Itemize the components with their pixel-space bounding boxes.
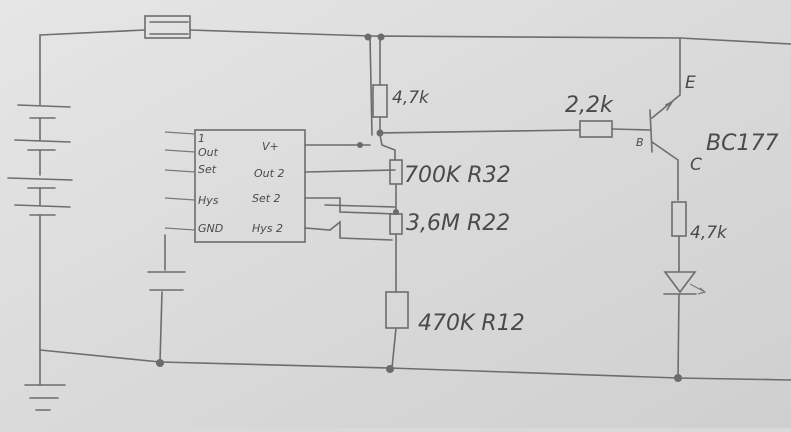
resistor-470k xyxy=(385,291,409,329)
transistor-collector-label: C xyxy=(690,155,702,175)
resistor-base-label: 2,2k xyxy=(565,93,614,118)
ic-pin-set2: Set 2 xyxy=(252,192,281,205)
fuse-symbol xyxy=(144,15,191,39)
resistor-3m6-label: 3,6M R22 xyxy=(406,211,510,236)
base-wire: 2,2k xyxy=(379,93,651,138)
resistor-led-label: 4,7k xyxy=(690,223,728,243)
led-branch: 4,7k xyxy=(663,201,728,379)
transistor-bc177: E B C BC177 xyxy=(636,37,778,201)
ic-pin-1: 1 xyxy=(198,132,205,145)
transistor-emitter-label: E xyxy=(685,73,696,93)
ic-pin-gnd: GND xyxy=(198,222,223,235)
ic-connections xyxy=(304,142,399,241)
capacitor-c1 xyxy=(147,234,186,363)
ic-pin-out: Out xyxy=(198,146,219,159)
resistor-470k-label: 470K R12 xyxy=(418,311,525,336)
ic-chip: 1 Out Set Hys GND V+ Out 2 Set 2 Hys 2 xyxy=(164,129,306,243)
resistor-700k-label: 700K R32 xyxy=(404,163,511,188)
ic-pin-set: Set xyxy=(198,163,217,176)
ic-pin-hys2: Hys 2 xyxy=(252,222,283,235)
battery-left xyxy=(7,34,73,411)
resistor-top-label: 4,7k xyxy=(392,88,430,108)
transistor-part-label: BC177 xyxy=(706,131,778,156)
divider-chain: 700K R32 3,6M R22 470K R12 xyxy=(379,134,525,369)
transistor-base-label: B xyxy=(636,136,644,149)
resistor-top-4k7: 4,7k xyxy=(364,33,430,137)
led-symbol xyxy=(663,271,697,294)
top-rail xyxy=(39,15,791,45)
ic-pin-out2: Out 2 xyxy=(254,167,284,180)
ic-pin-vplus: V+ xyxy=(262,140,279,153)
ic-pin-hys: Hys xyxy=(198,194,219,207)
